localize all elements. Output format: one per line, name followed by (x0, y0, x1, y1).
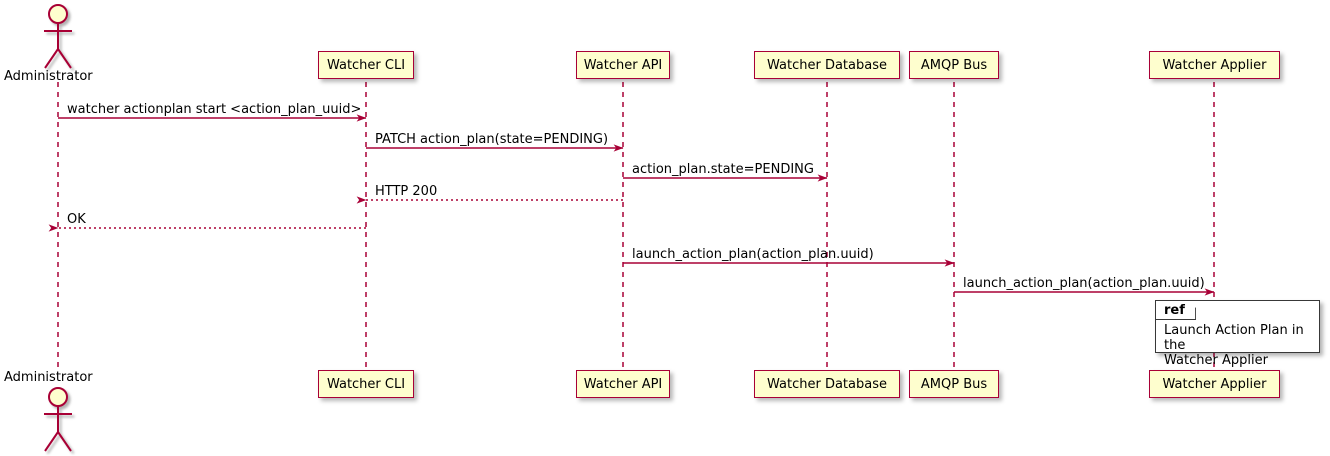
actor-figure-administrator-top (44, 4, 72, 69)
participant-box-api-bottom[interactable]: Watcher API (576, 370, 670, 398)
actor-leg-left-administrator-bottom (44, 431, 59, 452)
message-label-7: launch_action_plan(action_plan.uuid) (963, 276, 1205, 291)
message-arrows-group (48, 114, 1215, 296)
participant-box-applier-bottom[interactable]: Watcher Applier (1149, 370, 1280, 398)
message-label-6: launch_action_plan(action_plan.uuid) (632, 247, 874, 262)
actor-label-administrator-bottom: Administrator (4, 370, 93, 385)
actor-leg-left-administrator-top (44, 48, 59, 69)
actor-label-administrator-top: Administrator (4, 69, 93, 84)
participant-box-api-top[interactable]: Watcher API (576, 51, 670, 79)
participant-box-db-bottom[interactable]: Watcher Database (754, 370, 900, 398)
actor-leg-right-administrator-bottom (57, 431, 72, 452)
participant-box-applier-top[interactable]: Watcher Applier (1149, 51, 1280, 79)
actor-head-administrator-bottom (48, 387, 68, 407)
fragment-body-text: Launch Action Plan in the Watcher Applie… (1164, 323, 1304, 368)
fragment-tab-label: ref (1156, 301, 1196, 320)
participant-box-cli-top[interactable]: Watcher CLI (318, 51, 414, 79)
actor-figure-administrator-bottom (44, 387, 72, 452)
participant-box-db-top[interactable]: Watcher Database (754, 51, 900, 79)
lifelines-group (57, 82, 1215, 370)
participant-box-cli-bottom[interactable]: Watcher CLI (318, 370, 414, 398)
message-label-4: HTTP 200 (375, 184, 438, 199)
message-label-2: PATCH action_plan(state=PENDING) (375, 132, 609, 147)
message-label-1: watcher actionplan start <action_plan_uu… (67, 102, 362, 117)
message-label-3: action_plan.state=PENDING (632, 162, 814, 177)
actor-leg-right-administrator-top (57, 48, 72, 69)
participant-box-amqp-bottom[interactable]: AMQP Bus (909, 370, 999, 398)
participant-box-amqp-top[interactable]: AMQP Bus (909, 51, 999, 79)
actor-head-administrator-top (48, 4, 68, 24)
actor-figures-group (44, 4, 72, 452)
message-label-5: OK (67, 212, 86, 227)
